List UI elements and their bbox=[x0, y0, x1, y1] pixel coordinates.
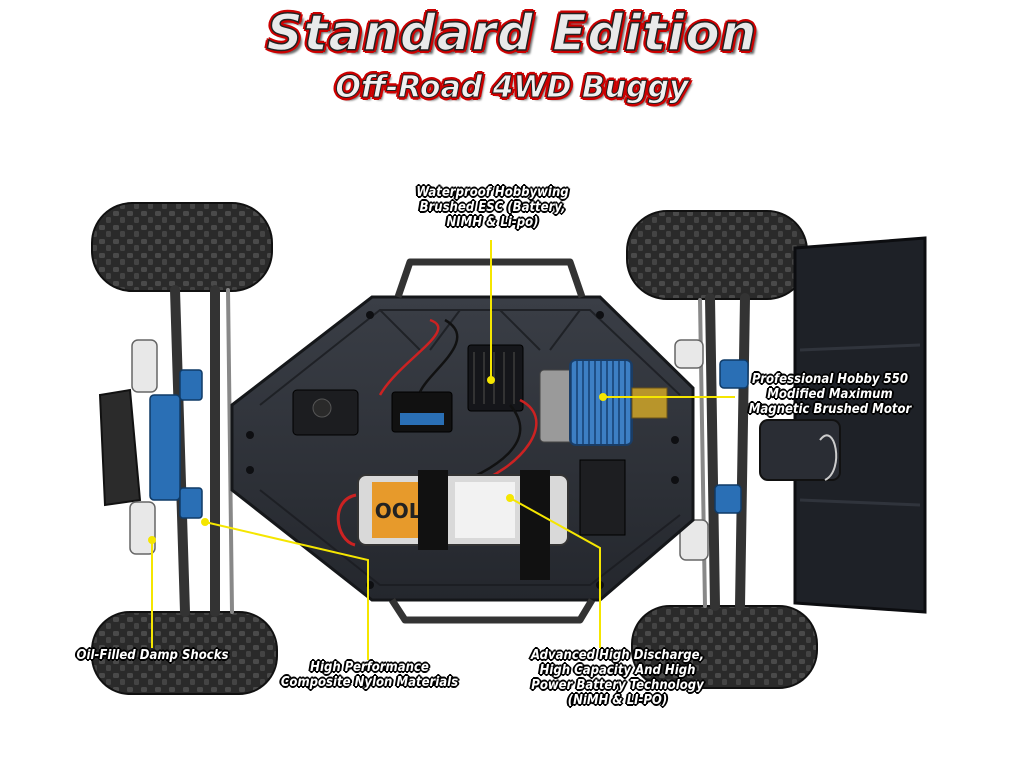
callout-shocks: Oil-Filled Damp Shocks bbox=[76, 648, 229, 663]
motor-heatsink-icon bbox=[539, 359, 668, 446]
page-title: Standard Edition bbox=[266, 3, 758, 63]
tire-icon bbox=[91, 202, 818, 695]
callout-battery: Advanced High Discharge,High Capacity An… bbox=[530, 648, 705, 708]
battery-pack-icon: OOLE bbox=[357, 459, 626, 580]
rear-wing-icon bbox=[759, 236, 927, 614]
page-subtitle: Off-Road 4WD Buggy bbox=[335, 70, 689, 106]
